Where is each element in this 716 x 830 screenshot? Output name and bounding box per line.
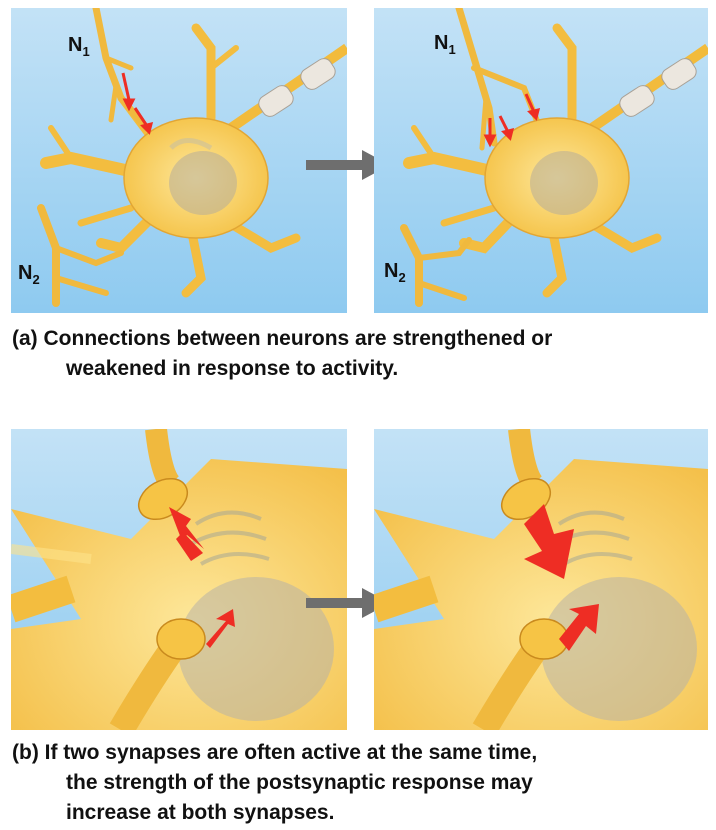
neuron-illustration-a-after [374,8,708,313]
synapse-illustration-b-after [374,429,708,730]
label-n2-b: N2 [384,260,406,285]
label-n2-a: N2 [18,262,40,287]
caption-a-line2: weakened in response to activity. [66,357,399,380]
caption-b-line3: increase at both synapses. [66,801,335,824]
panel-b-after [374,429,708,730]
caption-a-line1: (a) Connections between neurons are stre… [12,327,553,350]
caption-b: (b) If two synapses are often active at … [12,738,537,828]
panel-a-before [11,8,347,313]
panel-a-after [374,8,708,313]
panel-b-before [11,429,347,730]
caption-b-line2: the strength of the postsynaptic respons… [66,771,533,794]
label-n1-b: N1 [434,32,456,57]
caption-b-line1: (b) If two synapses are often active at … [12,741,538,764]
caption-a: (a) Connections between neurons are stre… [12,324,552,384]
neuron-illustration-a-before [11,8,347,313]
label-n1-a: N1 [68,34,90,59]
synapse-illustration-b-before [11,429,347,730]
